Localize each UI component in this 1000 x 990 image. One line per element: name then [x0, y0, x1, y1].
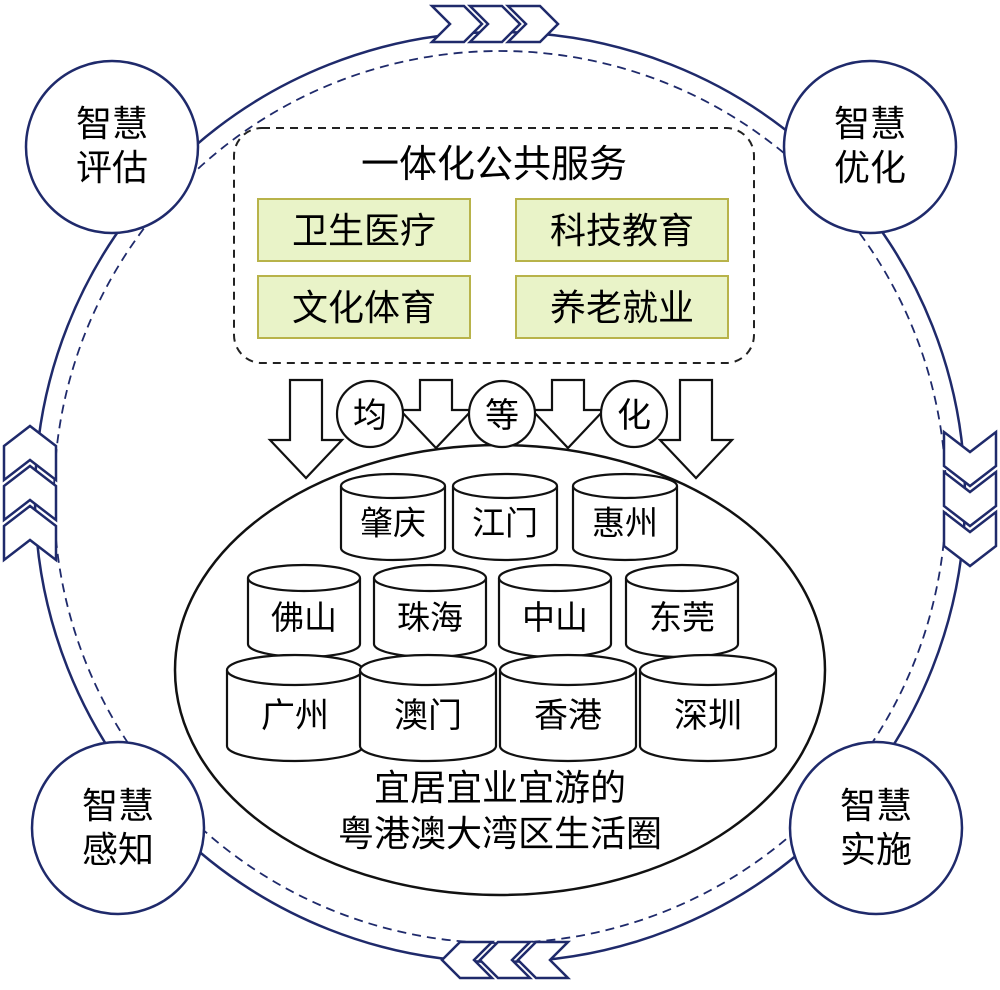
- chevron-arrow-top-icon: [428, 4, 560, 44]
- stage-perceive: 智慧 感知: [30, 740, 206, 916]
- stage-perceive-line1: 智慧: [82, 786, 154, 827]
- stage-implement-line2: 实施: [840, 830, 912, 871]
- stage-implement: 智慧 实施: [788, 740, 964, 916]
- service-label: 文化体育: [292, 288, 436, 329]
- service-box: 科技教育: [515, 198, 729, 262]
- service-label: 卫生医疗: [292, 211, 436, 252]
- city-cylinder: 澳门: [358, 653, 498, 763]
- city-cylinder: 香港: [498, 653, 638, 763]
- cylinder-top: [451, 472, 559, 500]
- city-cylinder: 深圳: [638, 653, 778, 763]
- down-arrow-icon: [657, 378, 735, 480]
- city-label: 东莞: [649, 598, 715, 637]
- caption-line1: 宜居宜业宜游的: [374, 768, 626, 809]
- equalization-badge: 化: [599, 379, 669, 449]
- city-cylinder: 东莞: [624, 563, 740, 659]
- service-box: 卫生医疗: [257, 198, 471, 262]
- stage-evaluate: 智慧 评估: [24, 59, 200, 235]
- service-box: 文化体育: [257, 275, 471, 339]
- cylinder-body: [638, 670, 778, 763]
- chevron-arrow-left-icon: [2, 424, 58, 563]
- down-arrow-icon: [529, 378, 607, 450]
- city-label: 珠海: [397, 598, 463, 637]
- chevron-arrow-right-icon: [942, 429, 998, 568]
- city-label: 澳门: [394, 696, 462, 736]
- cylinder-top: [498, 653, 638, 687]
- city-label: 江门: [472, 503, 538, 542]
- stage-evaluate-line2: 评估: [76, 148, 148, 189]
- city-label: 深圳: [674, 696, 742, 736]
- stage-optimize-line1: 智慧: [834, 104, 906, 145]
- cylinder-top: [358, 653, 498, 687]
- stage-optimize-line2: 优化: [834, 148, 906, 189]
- cylinder-top: [571, 472, 679, 500]
- down-arrow-icon: [397, 378, 475, 450]
- city-label: 广州: [261, 696, 329, 736]
- cylinder-top: [624, 563, 740, 593]
- cylinder-body: [498, 670, 638, 763]
- service-box: 养老就业: [515, 275, 729, 339]
- cylinder-top: [497, 563, 613, 593]
- cylinder-body: [339, 486, 447, 562]
- equalization-badge: 等: [467, 379, 537, 449]
- stage-evaluate-line1: 智慧: [76, 104, 148, 145]
- city-label: 佛山: [271, 598, 337, 637]
- public-services-panel: 一体化公共服务 卫生医疗 科技教育 文化体育 养老就业: [233, 127, 755, 364]
- service-label: 养老就业: [550, 288, 694, 329]
- cylinder-top: [638, 653, 778, 687]
- cylinder-top: [246, 563, 362, 593]
- stage-optimize: 智慧 优化: [782, 59, 958, 235]
- city-label: 香港: [534, 696, 602, 736]
- city-cylinder: 珠海: [372, 563, 488, 659]
- cylinder-body: [358, 670, 498, 763]
- chevron-arrow-bottom-icon: [440, 940, 572, 980]
- equalization-badge: 均: [335, 379, 405, 449]
- equalization-char: 等: [485, 396, 519, 436]
- city-label: 中山: [522, 598, 588, 637]
- cylinder-top: [225, 653, 365, 687]
- cylinder-body: [225, 670, 365, 763]
- service-label: 科技教育: [550, 211, 694, 252]
- city-cylinder: 广州: [225, 653, 365, 763]
- cylinder-body: [451, 486, 559, 562]
- stage-implement-line1: 智慧: [840, 786, 912, 827]
- public-services-title: 一体化公共服务: [361, 142, 627, 186]
- city-label: 惠州: [592, 503, 658, 542]
- city-cylinder: 惠州: [571, 472, 679, 562]
- cylinder-body: [571, 486, 679, 562]
- city-cylinder: 佛山: [246, 563, 362, 659]
- city-cylinder: 中山: [497, 563, 613, 659]
- equalization-char: 化: [617, 396, 651, 436]
- equalization-char: 均: [353, 396, 387, 436]
- stage-perceive-line2: 感知: [82, 830, 154, 871]
- cylinder-top: [372, 563, 488, 593]
- city-label: 肇庆: [360, 503, 426, 542]
- caption-line2: 粤港澳大湾区生活圈: [338, 814, 662, 855]
- down-arrow-icon: [267, 378, 345, 480]
- city-cylinder: 肇庆: [339, 472, 447, 562]
- city-cylinder: 江门: [451, 472, 559, 562]
- cylinder-top: [339, 472, 447, 500]
